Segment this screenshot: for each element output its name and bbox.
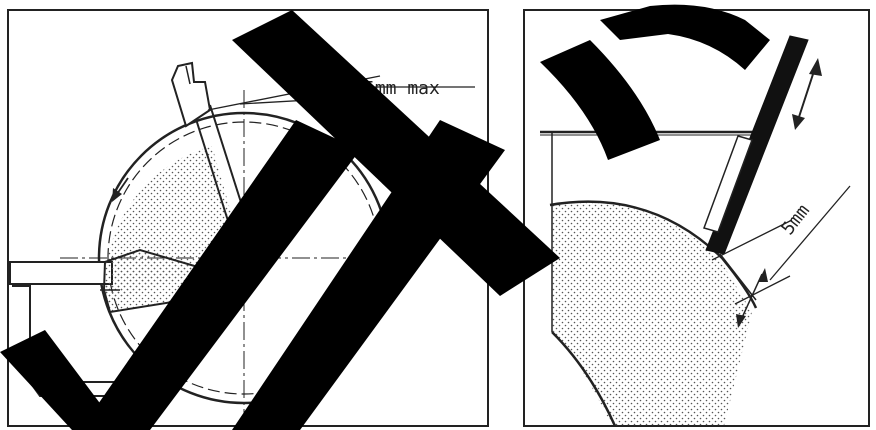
dimension-line-long [769, 185, 851, 281]
tongue-holder [703, 135, 753, 233]
watermark-stroke-1 [0, 330, 120, 430]
watermark-stroke-3 [80, 120, 360, 430]
wheel-segment-stipple [552, 202, 752, 426]
wheel-inner-arc [551, 331, 617, 426]
watermark-stroke-4 [232, 120, 505, 430]
dimension-line-lower [734, 275, 791, 305]
gap-max-label: 5mm max [364, 78, 440, 99]
watermark-stroke-6 [540, 40, 660, 160]
wheel-outer-arc [549, 200, 758, 309]
gap-label: 5mm [777, 201, 814, 240]
guard-arm [189, 99, 235, 241]
watermark-stroke-2 [232, 10, 560, 296]
dimension-line-upper [711, 219, 793, 261]
top-guard-bracket [170, 61, 212, 128]
watermark-stroke-5 [600, 4, 770, 70]
adjust-arrow [797, 67, 816, 121]
tool-rest-shelf [9, 261, 113, 285]
watermark [0, 4, 770, 430]
